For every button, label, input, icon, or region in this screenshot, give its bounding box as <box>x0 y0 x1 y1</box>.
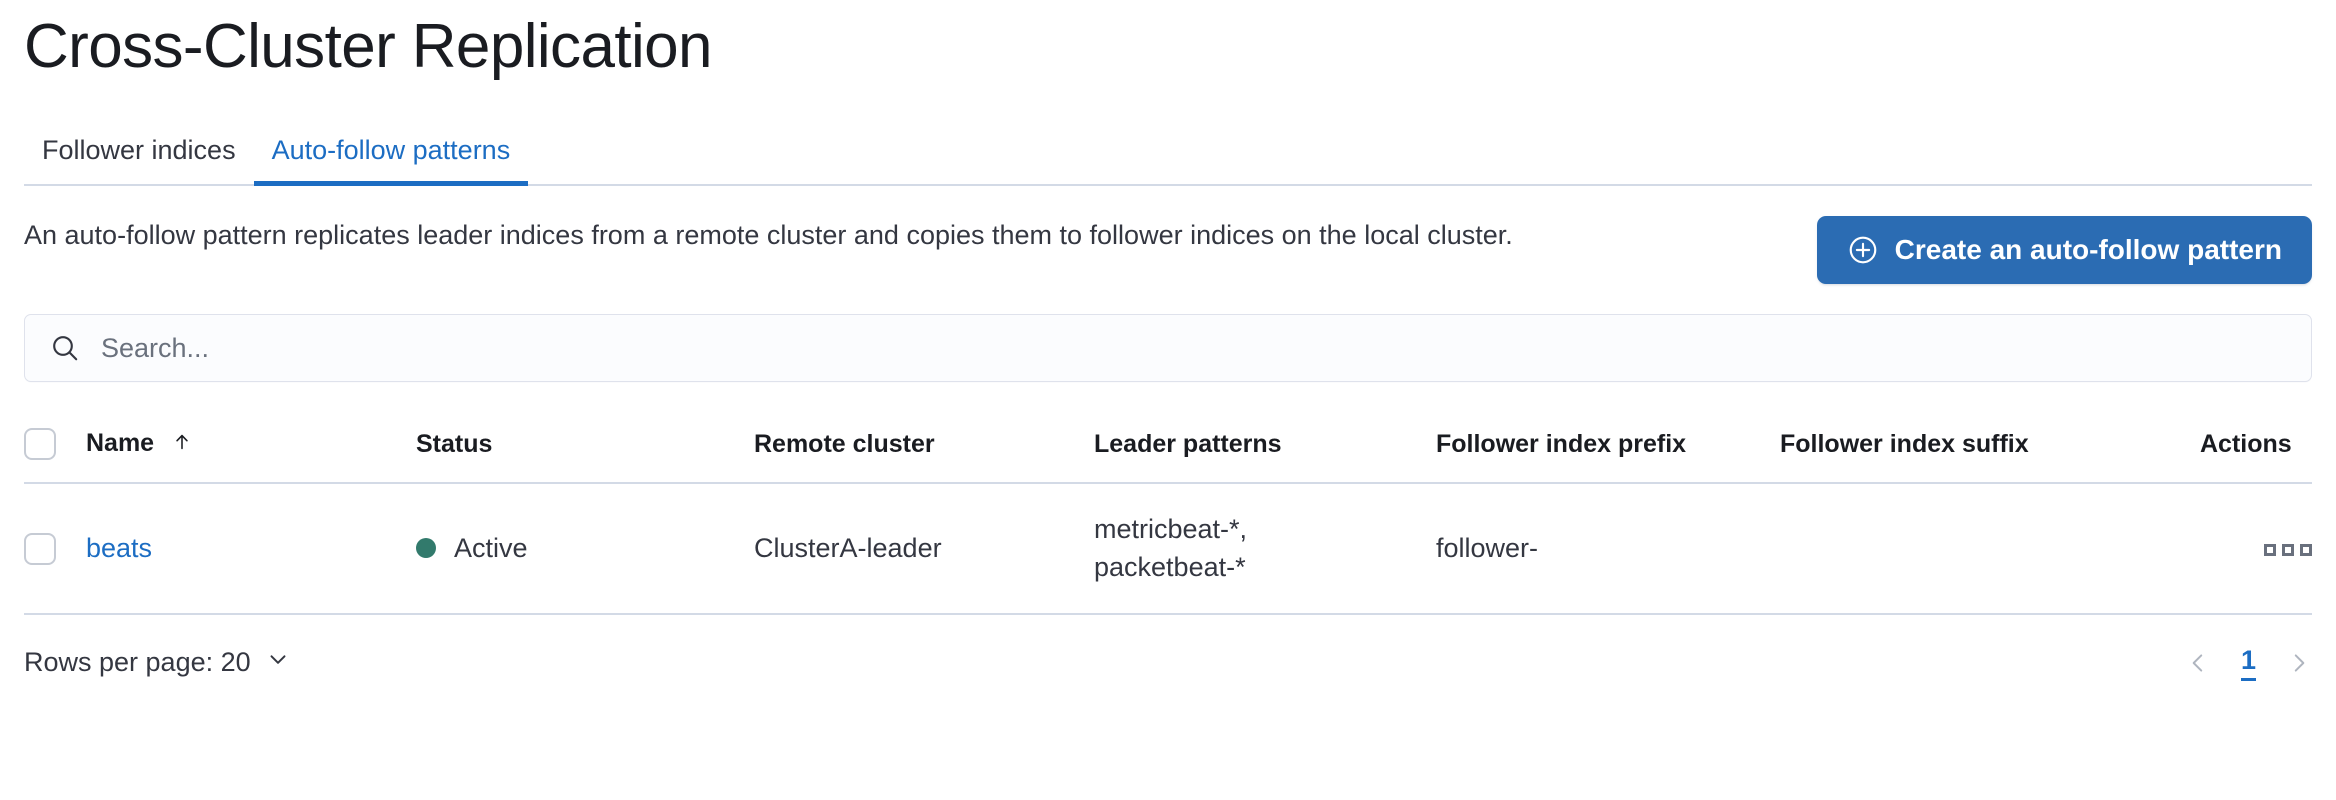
cell-status: Active <box>416 483 754 615</box>
column-header-name[interactable]: Name <box>86 410 416 484</box>
table-header-row: Name Status Remote cluster Leader patter… <box>24 410 2312 484</box>
cell-actions <box>2200 483 2312 615</box>
cell-name: beats <box>86 483 416 615</box>
select-all-header <box>24 410 86 484</box>
tab-auto-follow-patterns-label: Auto-follow patterns <box>271 135 511 165</box>
intro-description: An auto-follow pattern replicates leader… <box>24 220 1513 250</box>
rows-per-page-selector[interactable]: Rows per page: 20 <box>24 646 291 679</box>
pattern-name-link[interactable]: beats <box>86 532 153 563</box>
tab-bar: Follower indices Auto-follow patterns <box>24 124 2312 186</box>
search-input[interactable] <box>101 315 2287 381</box>
intro-section: An auto-follow pattern replicates leader… <box>24 216 2312 284</box>
tab-follower-indices[interactable]: Follower indices <box>24 137 254 184</box>
row-select-cell <box>24 483 86 615</box>
column-header-leader-patterns[interactable]: Leader patterns <box>1094 410 1436 484</box>
column-header-follower-index-suffix[interactable]: Follower index suffix <box>1780 410 2200 484</box>
search-bar[interactable] <box>24 314 2312 382</box>
create-auto-follow-pattern-label: Create an auto-follow pattern <box>1894 234 2282 265</box>
table-head: Name Status Remote cluster Leader patter… <box>24 410 2312 484</box>
table-row: beats Active ClusterA-leader metricbeat-… <box>24 483 2312 615</box>
column-header-remote-cluster[interactable]: Remote cluster <box>754 410 1094 484</box>
column-header-status[interactable]: Status <box>416 410 754 484</box>
cell-follower-index-prefix: follower- <box>1436 483 1780 615</box>
create-auto-follow-pattern-button[interactable]: Create an auto-follow pattern <box>1816 216 2312 284</box>
chevron-right-icon[interactable] <box>2286 650 2312 676</box>
select-all-checkbox[interactable] <box>24 428 56 460</box>
rows-per-page-label: Rows per page: 20 <box>24 647 251 678</box>
page-title: Cross-Cluster Replication <box>24 12 712 81</box>
cell-follower-index-suffix <box>1780 483 2200 615</box>
status-dot-icon <box>416 538 436 559</box>
arrow-up-icon <box>171 431 193 460</box>
page-number-1[interactable]: 1 <box>2240 645 2256 681</box>
table-footer: Rows per page: 20 1 <box>24 645 2312 681</box>
status-label: Active <box>454 532 528 563</box>
tab-follower-indices-label: Follower indices <box>42 135 236 165</box>
column-header-name-label: Name <box>86 428 155 457</box>
chevron-down-icon <box>265 646 291 679</box>
column-header-follower-index-prefix[interactable]: Follower index prefix <box>1436 410 1780 484</box>
ellipsis-actions-icon[interactable] <box>2264 543 2312 556</box>
column-header-actions: Actions <box>2200 410 2312 484</box>
cell-remote-cluster: ClusterA-leader <box>754 483 1094 615</box>
pagination: 1 <box>2185 645 2312 681</box>
tab-auto-follow-patterns[interactable]: Auto-follow patterns <box>253 135 529 186</box>
table-body: beats Active ClusterA-leader metricbeat-… <box>24 483 2312 615</box>
chevron-left-icon[interactable] <box>2185 650 2211 676</box>
search-icon <box>49 332 81 364</box>
row-select-checkbox[interactable] <box>24 532 56 565</box>
plus-in-circle-icon <box>1847 234 1879 266</box>
cell-leader-patterns: metricbeat-*,packetbeat-* <box>1094 483 1436 615</box>
leader-patterns-value: metricbeat-*,packetbeat-* <box>1094 514 1248 583</box>
auto-follow-patterns-table: Name Status Remote cluster Leader patter… <box>24 410 2312 615</box>
